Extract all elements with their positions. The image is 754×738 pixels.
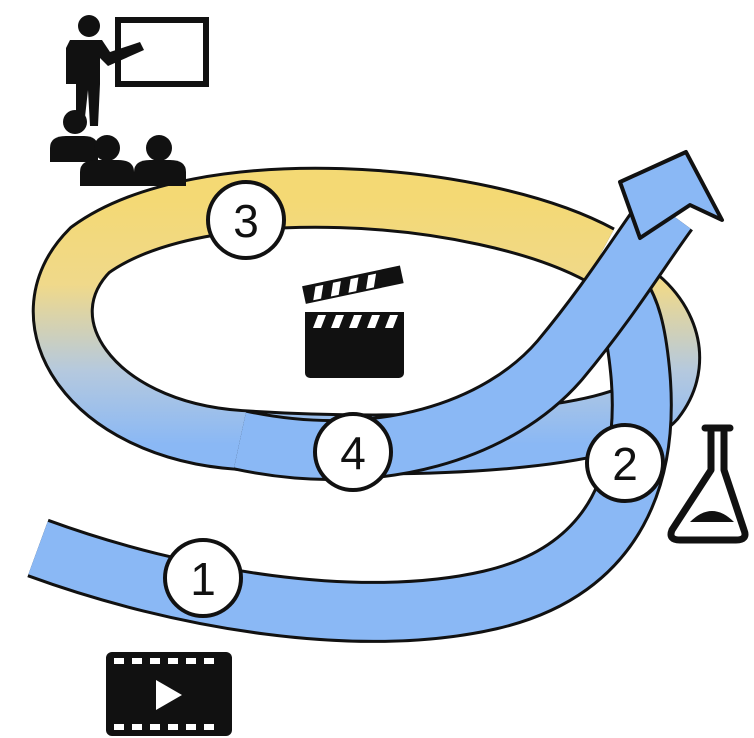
clapperboard-icon bbox=[302, 265, 404, 378]
step-number: 3 bbox=[233, 195, 259, 247]
step-marker-4: 4 bbox=[313, 412, 393, 492]
step-marker-2: 2 bbox=[585, 423, 665, 503]
step-number: 4 bbox=[340, 427, 366, 479]
step-marker-3: 3 bbox=[206, 180, 286, 260]
arrow-head bbox=[618, 150, 724, 240]
step-number: 1 bbox=[190, 553, 216, 605]
teacher-presentation-icon bbox=[50, 15, 209, 186]
lab-flask-icon bbox=[667, 424, 749, 544]
step-number: 2 bbox=[612, 438, 638, 490]
video-play-icon bbox=[106, 652, 232, 736]
step-marker-1: 1 bbox=[163, 538, 243, 618]
